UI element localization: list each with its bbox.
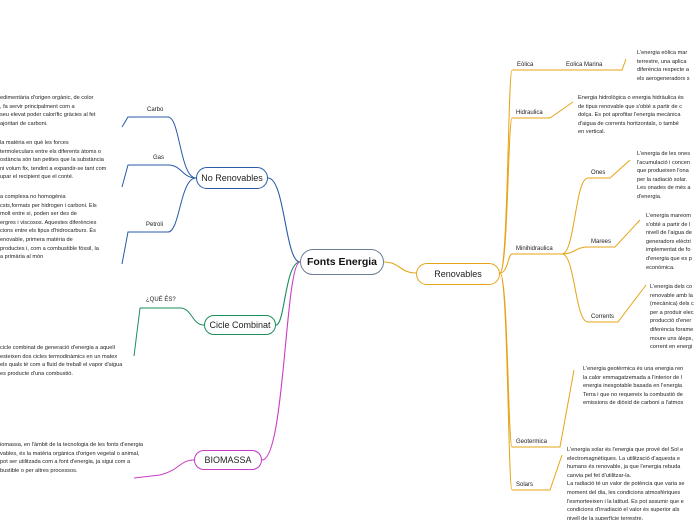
topic-gas[interactable]: Gas [153, 155, 165, 161]
link-que-es-text [133, 307, 141, 357]
link-central-no-renovables [267, 177, 301, 263]
link-central-biomassa [261, 261, 301, 461]
link-mini-ones [561, 159, 631, 255]
eolica-description: L'energia eòlica mar terrestre, una apli… [637, 50, 690, 82]
geotermica-description: L'energia geotèrmica és una energia ren … [583, 366, 684, 407]
marees-description: L'energia mareom s'obté a partir de l ni… [646, 213, 692, 271]
link-renovables-hidraulica [499, 101, 574, 274]
topic-minihidraulica[interactable]: Minihidraulica [516, 246, 553, 252]
topic-carbo[interactable]: Carbo [147, 107, 164, 113]
solars-description: L'energia solar és l'energia que prové d… [567, 447, 685, 520]
branch-no-renovables[interactable]: No Renovables [196, 167, 268, 189]
petroli-description: a complexa no homogènia csts,formats per… [0, 194, 99, 261]
topic-ones[interactable]: Ones [591, 170, 606, 176]
link-renovables-eolica [499, 69, 545, 274]
ones-description: L'energia de les ones l'acumulació i con… [637, 151, 691, 200]
link-mini-corrents [561, 253, 647, 323]
hidraulica-description: Energia hidrològica o energia hidràulica… [578, 95, 684, 136]
topic-petroli[interactable]: Petroli [146, 222, 164, 228]
central-topic[interactable]: Fonts Energia [300, 249, 384, 275]
link-eolica-marina [545, 58, 627, 71]
link-mini-marees [561, 219, 641, 255]
link-no-renovables-petroli [121, 177, 197, 265]
link-no-renovables-carbo [121, 116, 197, 179]
link-renovables-minihidraulica [499, 253, 562, 274]
link-biomassa-text [133, 459, 195, 479]
topic-eolica[interactable]: Eòlica [517, 62, 534, 68]
cicle-combinat-description: cicle combinat de generació d'energia a … [0, 345, 123, 377]
carbo-description: edimentària d'origen orgànic, de color ,… [0, 95, 96, 127]
topic-solars[interactable]: Solars [516, 482, 534, 488]
topic-eolica-marina[interactable]: Eolica Marina [566, 62, 603, 68]
topic-marees[interactable]: Marees [591, 239, 612, 245]
gas-description: la matèria en què les forces termolecula… [0, 140, 107, 181]
branch-renovables[interactable]: Renovables [416, 263, 500, 285]
link-no-renovables-gas [121, 164, 197, 188]
link-cicle-que-es [140, 307, 205, 326]
link-central-renovables [383, 261, 417, 274]
topic-hidraulica[interactable]: Hidraulica [516, 110, 543, 116]
link-central-cicle-combinat [275, 261, 301, 326]
link-renovables-solars [499, 272, 563, 491]
topic-que-es[interactable]: ¿QUÉ ÉS? [146, 297, 176, 303]
branch-cicle-combinat[interactable]: Cicle Combinat [204, 315, 276, 335]
link-renovables-geotermica [499, 272, 575, 448]
branch-biomassa[interactable]: BIOMASSA [194, 450, 262, 470]
topic-corrents[interactable]: Corrents [591, 314, 615, 320]
biomassa-description: iomassa, en l'àmbit de la tecnologia de … [0, 442, 143, 474]
topic-geotermica[interactable]: Geotermica [516, 439, 548, 445]
corrents-description: L'energia dels co renovable amb la (mecà… [650, 284, 694, 351]
